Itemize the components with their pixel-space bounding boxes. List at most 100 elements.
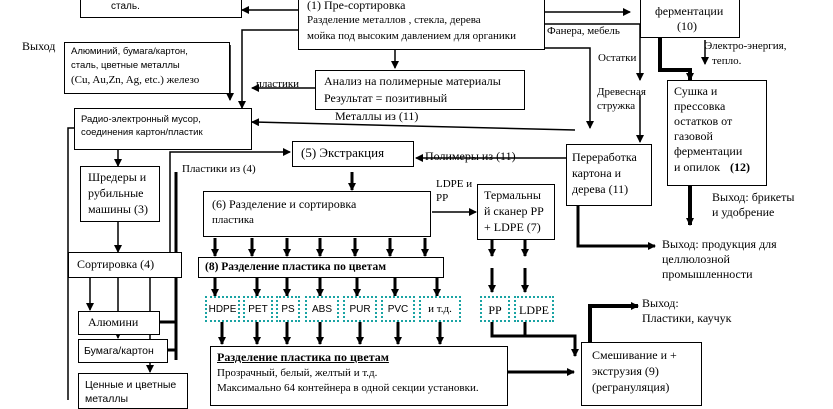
color-separation-detail-box: Разделение пластика по цветам Прозрачный… — [210, 346, 508, 406]
aluminium-box: Алюмини — [78, 311, 160, 335]
output-left-label: Выход — [22, 39, 56, 53]
mixing-box: Смешивание и + экструзия (9) (регрануляц… — [581, 342, 702, 406]
mixing-line1: Смешивание и + — [592, 348, 677, 362]
plastic-type-label: PET — [248, 304, 268, 315]
output-plastics-1: Выход: — [642, 296, 679, 310]
plastic-type-pet: PET — [243, 296, 273, 322]
arrow-residues — [545, 47, 594, 129]
plastic-type-label: LDPE — [519, 303, 549, 317]
fermentation-box: ферментации (10) — [640, 0, 740, 38]
output-pulp-2: целлюлозной — [662, 252, 730, 266]
label-residues: Остатки — [598, 52, 637, 64]
shredders-line2: рубильные — [88, 186, 144, 200]
cardboard-line3: дерева (11) — [572, 182, 629, 196]
dry-line3: остатков от — [674, 114, 733, 128]
sorting-label: Сортировка (4) — [77, 257, 155, 271]
plastic-type-ldpe: LDPE — [514, 296, 554, 322]
electronic-line1: Радио-электронный мусор, — [81, 114, 201, 125]
color-separation-box: (8) Разделение пластика по цветам — [198, 257, 444, 278]
arrow-ferment-to-dry — [658, 38, 694, 81]
color-bottom-line3: Максимально 64 контейнера в одной секции… — [217, 382, 479, 394]
thermal-line3: + LDPE (7) — [484, 220, 541, 234]
nonferrous-line1: Ценные и цветные — [85, 379, 177, 391]
shredders-box: Шредеры и рубильные машины (3) — [80, 166, 160, 222]
output-plastics-2: Пластики, каучук — [642, 311, 732, 325]
separation-line1: (6) Разделение и сортировка — [212, 197, 357, 211]
analysis-line2: Результат = позитивный — [324, 91, 448, 105]
arrow-sort-to-extraction — [169, 148, 291, 252]
thermal-line2: й сканер PP — [484, 204, 544, 218]
plastic-type-pp: PP — [480, 296, 510, 322]
cardboard-line2: картона и — [572, 166, 622, 180]
label-ldpe-pp-2: PP — [436, 192, 449, 204]
metal-output-box-top: сталь. — [80, 0, 242, 18]
output-briquettes-2: и удобрение — [712, 205, 775, 219]
electronic-line2: соединения картон/пластик — [81, 127, 203, 138]
output-metals-box: Алюминий, бумага/картон, сталь, цветные … — [64, 42, 230, 94]
presort-box: (1) Пре-сортировка Разделение металлов ,… — [298, 0, 545, 50]
nonferrous-line2: металлы — [85, 393, 129, 405]
aluminium-label: Алюмини — [88, 315, 139, 329]
mixing-line3: (регрануляция) — [592, 380, 670, 394]
arrow-pp-ldpe-to-mixing — [490, 322, 579, 357]
presort-title: (1) Пре-сортировка — [307, 0, 406, 12]
dry-line1: Сушка и — [674, 84, 718, 98]
label-plastics: пластики — [256, 78, 300, 90]
plastic-type-label: PS — [281, 304, 295, 315]
label-polymers-from: Полимеры из (11) — [425, 149, 516, 163]
sorting-box: Сортировка (4) — [68, 252, 182, 278]
label-ldpe-pp-1: LDPE и — [436, 178, 473, 190]
label-plastics-from4: Пластики из (4) — [182, 163, 256, 175]
output-metals-line3: (Cu, Au,Zn, Ag, etc.) железо — [71, 74, 200, 86]
arrow-metals-from-11 — [251, 118, 576, 131]
plastic-type-label: ABS — [311, 304, 332, 315]
label-wood-chips-2: стружка — [597, 100, 636, 112]
output-pulp-3: промышленности — [662, 267, 753, 281]
shredders-line3: машины (3) — [88, 202, 148, 216]
plastic-type-hdpe: HDPE — [205, 296, 240, 322]
presort-line2: мойка под высоким давлением для органики — [307, 30, 517, 42]
paper-cardboard-box: Бумага/картон — [78, 339, 168, 363]
arrow-cardboard-to-pulp — [576, 205, 656, 250]
electronic-waste-box: Радио-электронный мусор, соединения карт… — [74, 108, 252, 150]
extraction-label: (5) Экстракция — [301, 145, 385, 160]
flow-arrows — [67, 6, 709, 400]
paper-cardboard-label: Бумага/картон — [84, 345, 154, 357]
label-plywood: Фанера, мебель — [547, 25, 620, 37]
output-metals-line2: сталь, цветные металлы — [71, 60, 180, 71]
label-energy: Электро-энергия, — [705, 40, 787, 52]
plastic-type-abs: ABS — [305, 296, 339, 322]
cardboard-box: Переработка картона и дерева (11) — [566, 144, 652, 206]
analysis-box: Анализ на полимерные материалы Результат… — [315, 70, 525, 110]
cardboard-line1: Переработка — [572, 150, 637, 164]
drying-box: Сушка и прессовка остатков от газовой фе… — [667, 80, 767, 186]
plastic-type-ps: PS — [276, 296, 300, 322]
dry-num: (12) — [730, 160, 750, 174]
plastic-type-etc: и т.д. — [419, 296, 461, 322]
thermal-scanner-box: Термальны й сканер PP + LDPE (7) — [477, 184, 555, 240]
plastic-type-label: и т.д. — [428, 303, 452, 315]
output-metals-line1: Алюминий, бумага/картон, — [71, 46, 188, 57]
metal-top-label: сталь. — [111, 1, 140, 12]
plastic-type-label: PUR — [349, 304, 371, 315]
label-wood-chips-1: Древесная — [597, 86, 646, 98]
separation-box: (6) Разделение и сортировка пластика — [203, 191, 431, 237]
color-bottom-title: Разделение пластика по цветам — [217, 350, 389, 364]
dry-line5: ферментации — [674, 144, 743, 158]
label-heat: тепло. — [712, 55, 742, 67]
plastic-type-label: PVC — [387, 304, 409, 315]
presort-line1: Разделение металлов , стекла, дерева — [307, 14, 481, 26]
color-bottom-line2: Прозрачный, белый, желтый и т.д. — [217, 367, 378, 379]
ferment-title: ферментации — [655, 4, 724, 18]
output-briquettes-1: Выход: брикеты — [712, 190, 795, 204]
nonferrous-box: Ценные и цветные металлы — [78, 373, 188, 409]
arrow-presort-to-electronic — [238, 29, 298, 109]
arrow-mixing-to-output — [588, 302, 639, 344]
plastic-type-label: PP — [488, 303, 502, 317]
dry-line2: прессовка — [674, 99, 726, 113]
plastic-type-pvc: PVC — [381, 296, 415, 322]
output-pulp-1: Выход: продукция для — [662, 237, 777, 251]
dry-line4: газовой — [674, 129, 713, 143]
dry-line6: и опилок — [674, 160, 721, 174]
plastic-type-label: HDPE — [208, 304, 237, 315]
